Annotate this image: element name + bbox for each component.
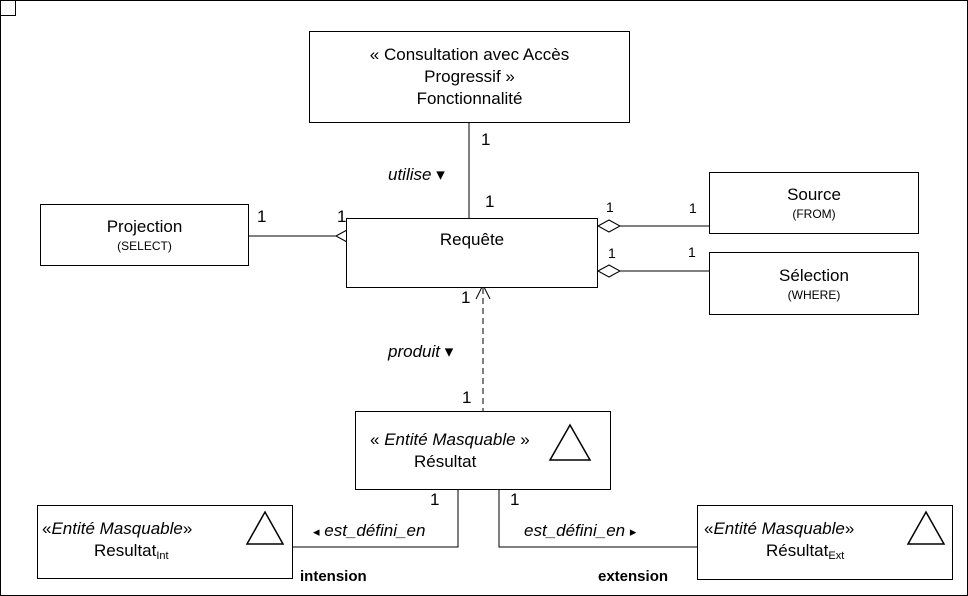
- multiplicity: 1: [481, 130, 491, 149]
- selection-sub: (WHERE): [787, 287, 841, 302]
- consultation-stereotype-1: « Consultation avec Accès: [369, 45, 570, 64]
- multiplicity: 1: [485, 192, 495, 211]
- consultation-name: Fonctionnalité: [416, 89, 523, 108]
- line-extension: [498, 490, 697, 548]
- multiplicity: 1: [257, 207, 267, 226]
- multiplicity: 1: [689, 200, 697, 216]
- multiplicity: 1: [430, 490, 440, 509]
- resultat-ext-name: RésultatExt: [766, 541, 845, 562]
- source-box: Source (FROM): [709, 172, 919, 234]
- source-sub: (FROM): [792, 207, 836, 221]
- projection-sub: (SELECT): [117, 239, 172, 253]
- diamond-source: [596, 219, 622, 233]
- multiplicity: 1: [608, 245, 616, 261]
- projection-box: Projection (SELECT): [40, 204, 249, 266]
- resultat-stereotype: « Entité Masquable »: [370, 429, 530, 449]
- requete-name: Requête: [439, 230, 505, 249]
- multiplicity: 1: [337, 207, 347, 226]
- resultat-int-stereotype: «Entité Masquable»: [42, 518, 193, 538]
- source-name: Source: [787, 185, 841, 204]
- selection-name: Sélection: [779, 265, 849, 285]
- line-intension: [293, 490, 459, 548]
- multiplicity: 1: [462, 388, 472, 407]
- diamond-selection: [596, 264, 622, 278]
- resultat-ext-box: «Entité Masquable» RésultatExt: [697, 505, 953, 580]
- masquable-triangle-icon: [245, 510, 285, 545]
- assoc-est-defini-en-right: est_défini_en ▸: [524, 521, 637, 540]
- resultat-name: Résultat: [414, 451, 477, 471]
- resultat-box: « Entité Masquable » Résultat: [355, 411, 611, 490]
- resultat-int-name: ResultatInt: [94, 540, 169, 562]
- projection-name: Projection: [106, 217, 183, 236]
- assoc-produit-label: produit ▾: [388, 342, 454, 361]
- selection-box: Sélection (WHERE): [709, 252, 919, 315]
- assoc-est-defini-en-left: ◂ est_défini_en: [313, 521, 426, 540]
- masquable-triangle-icon: [548, 423, 592, 461]
- frame-corner: [0, 0, 16, 16]
- masquable-triangle-icon: [906, 510, 946, 545]
- multiplicity: 1: [688, 244, 696, 260]
- requete-box: Requête: [346, 218, 598, 288]
- role-extension: extension: [598, 568, 669, 585]
- role-intension: intension: [300, 568, 367, 585]
- multiplicity: 1: [510, 490, 520, 509]
- assoc-utilise-label: utilise ▾: [388, 165, 445, 184]
- consultation-stereotype-2: Progressif »: [424, 67, 515, 86]
- resultat-int-box: «Entité Masquable» ResultatInt: [37, 505, 293, 579]
- resultat-ext-stereotype: «Entité Masquable»: [704, 519, 855, 538]
- consultation-box: « Consultation avec Accès Progressif » F…: [309, 31, 630, 123]
- multiplicity: 1: [461, 288, 471, 307]
- multiplicity: 1: [606, 199, 614, 215]
